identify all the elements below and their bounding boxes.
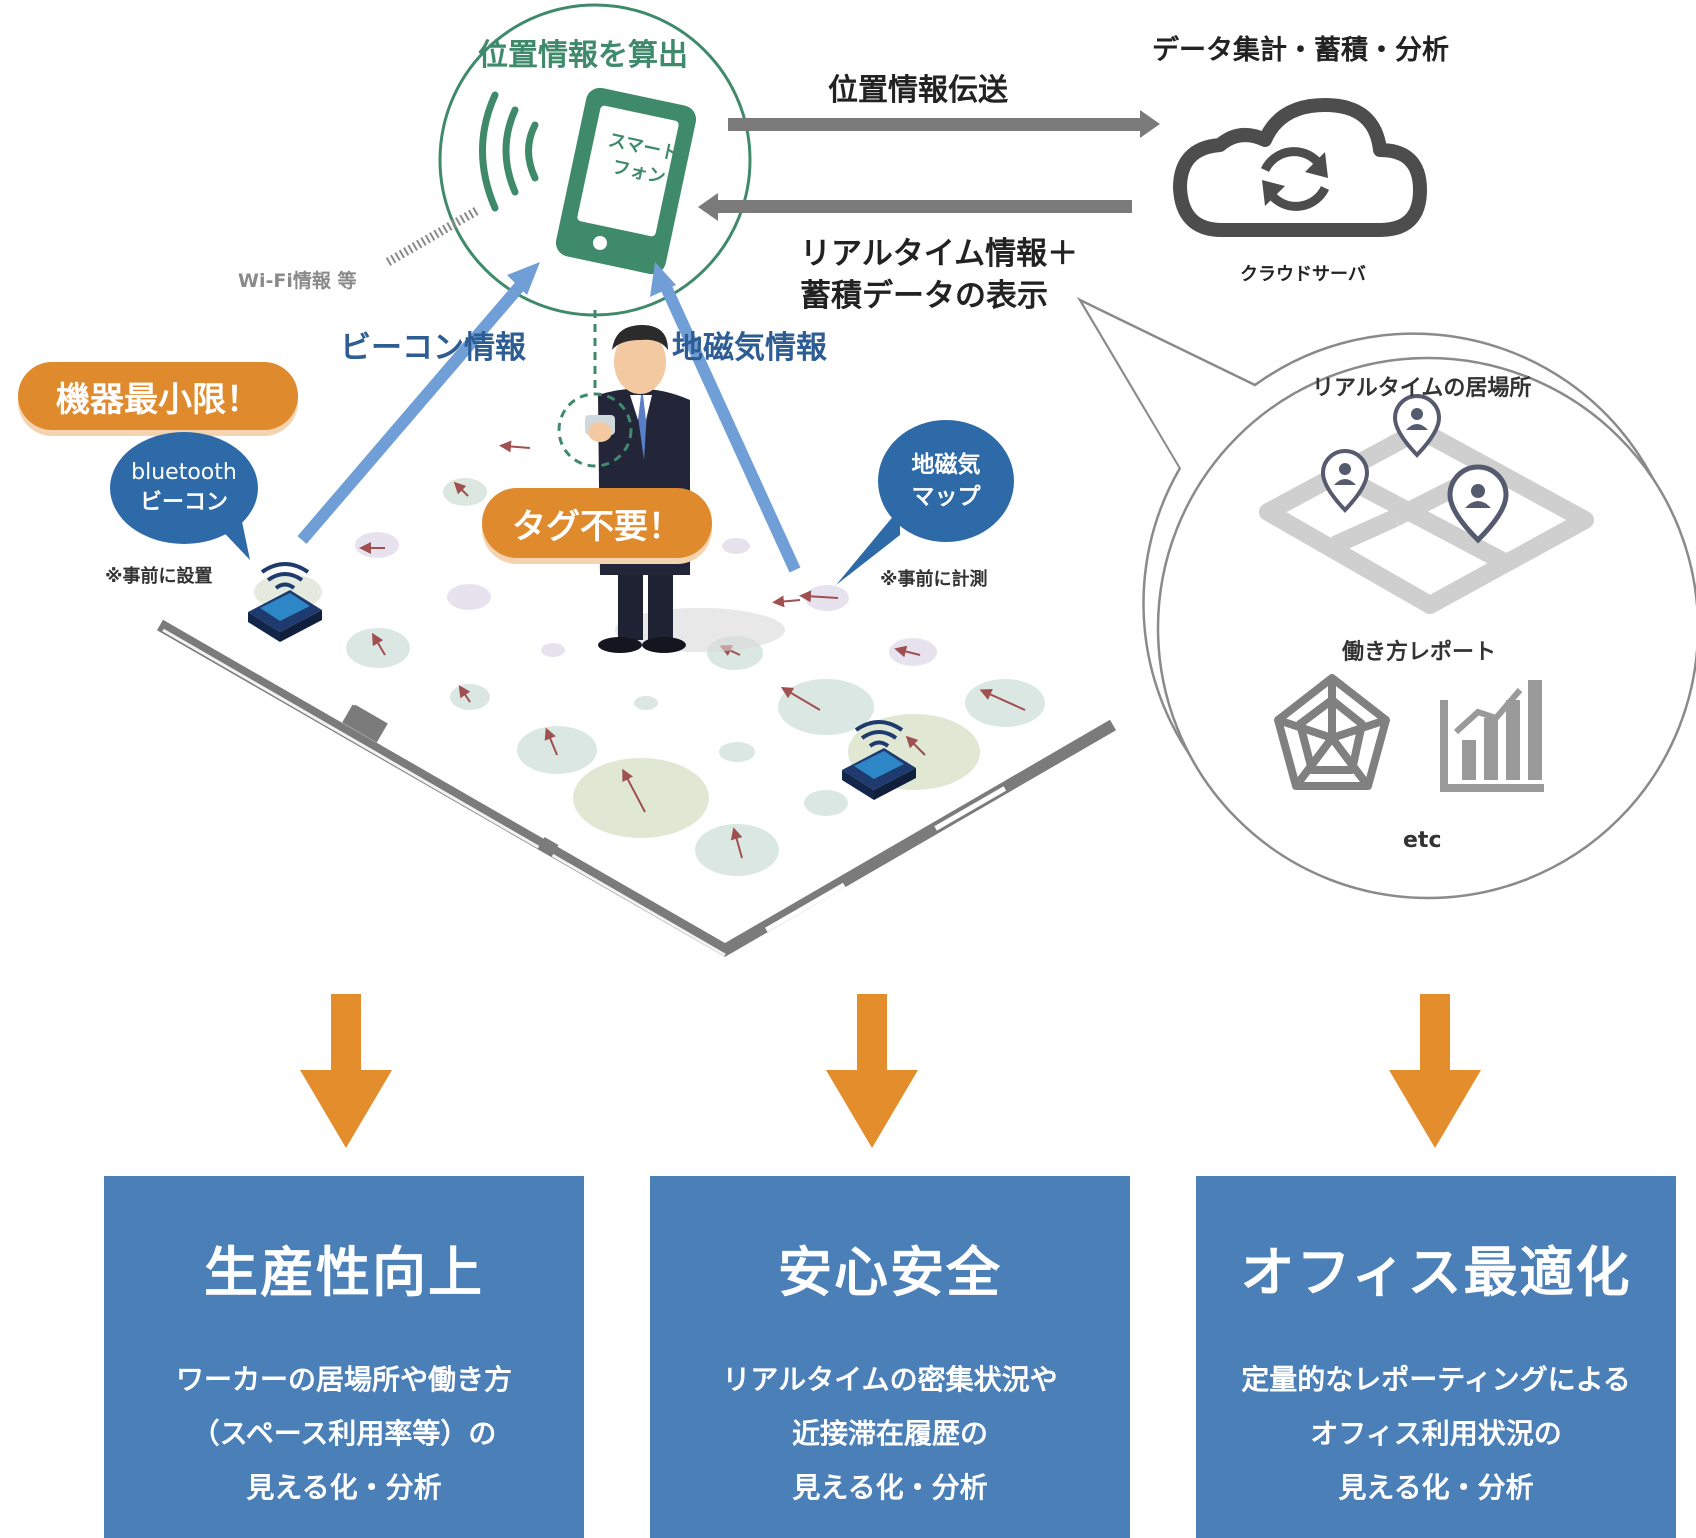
cloud-heading: データ集計・蓄積・分析 bbox=[1152, 35, 1449, 66]
beacon-bubble-line2: ビーコン bbox=[139, 490, 228, 515]
card-productivity: 生産性向上 ワーカーの居場所や働き方 （スペース利用率等）の 見える化・分析 bbox=[104, 1176, 584, 1538]
beacon-device-right bbox=[842, 720, 916, 800]
card-line: （スペース利用率等）の bbox=[191, 1417, 497, 1450]
beacon-device-left bbox=[248, 562, 322, 642]
display-label-line2: 蓄積データの表示 bbox=[800, 278, 1048, 314]
geomag-note: ※事前に計測 bbox=[880, 569, 988, 590]
transmission-arrows bbox=[698, 110, 1160, 221]
card-line: リアルタイムの密集状況や bbox=[722, 1363, 1058, 1396]
cloud-server-label: クラウドサーバ bbox=[1240, 264, 1366, 285]
wifi-signal-line bbox=[385, 206, 481, 266]
geomag-bubble-tail bbox=[836, 508, 900, 585]
card-title: 安心安全 bbox=[778, 1241, 1002, 1304]
card-line: 見える化・分析 bbox=[792, 1471, 988, 1504]
beacon-info-label: ビーコン情報 bbox=[340, 330, 526, 366]
card-title: 生産性向上 bbox=[204, 1241, 484, 1304]
info-arrows bbox=[297, 262, 801, 573]
geomag-bubble-line1: 地磁気 bbox=[911, 452, 981, 478]
beacon-note: ※事前に設置 bbox=[105, 566, 213, 587]
card-title: オフィス最適化 bbox=[1240, 1241, 1632, 1304]
card-line: オフィス利用状況の bbox=[1310, 1417, 1562, 1450]
card-office-optimization: オフィス最適化 定量的なレポーティングによる オフィス利用状況の 見える化・分析 bbox=[1196, 1176, 1676, 1538]
floor-plan bbox=[157, 619, 1118, 958]
geomag-info-label: 地磁気情報 bbox=[672, 330, 827, 366]
wifi-label: Wi-Fi情報 等 bbox=[238, 270, 357, 292]
signal-icon bbox=[479, 91, 539, 212]
geomag-bubble: 地磁気 マップ bbox=[878, 420, 1014, 542]
bar-chart-icon bbox=[1440, 680, 1544, 792]
no-tag-text: タグ不要！ bbox=[512, 506, 682, 547]
smartphone-icon bbox=[555, 87, 697, 275]
realtime-location-title: リアルタイムの居場所 bbox=[1312, 376, 1532, 401]
card-safety: 安心安全 リアルタイムの密集状況や 近接滞在履歴の 見える化・分析 bbox=[650, 1176, 1130, 1538]
etc-label: etc bbox=[1403, 828, 1442, 853]
transmit-label: 位置情報伝送 bbox=[828, 73, 1008, 108]
no-tag-callout: タグ不要！ bbox=[482, 488, 712, 558]
min-device-text: 機器最小限！ bbox=[56, 379, 260, 420]
card-line: 見える化・分析 bbox=[1338, 1471, 1534, 1504]
smartphone-circle bbox=[438, 3, 752, 317]
card-line: 見える化・分析 bbox=[246, 1471, 442, 1504]
card-line: 定量的なレポーティングによる bbox=[1241, 1363, 1631, 1396]
beacon-bubble-line1: bluetooth bbox=[131, 460, 237, 485]
radar-chart-icon bbox=[1274, 674, 1390, 790]
card-line: 近接滞在履歴の bbox=[791, 1417, 988, 1450]
work-style-report-title: 働き方レポート bbox=[1342, 640, 1497, 665]
person-pin-icons bbox=[1320, 394, 1509, 544]
geomag-bubble-line2: マップ bbox=[911, 484, 981, 510]
min-device-callout: 機器最小限！ bbox=[18, 362, 298, 430]
down-arrows bbox=[300, 994, 1481, 1148]
beacon-bubble: bluetooth ビーコン bbox=[110, 432, 258, 544]
calc-location-label: 位置情報を算出 bbox=[478, 38, 688, 73]
cloud-server-icon bbox=[1173, 98, 1427, 237]
card-line: ワーカーの居場所や働き方 bbox=[175, 1363, 512, 1396]
geomagnetic-vectors bbox=[359, 440, 1026, 859]
display-label-line1: リアルタイム情報＋ bbox=[800, 236, 1079, 272]
phone-in-hand-highlight bbox=[557, 392, 633, 468]
